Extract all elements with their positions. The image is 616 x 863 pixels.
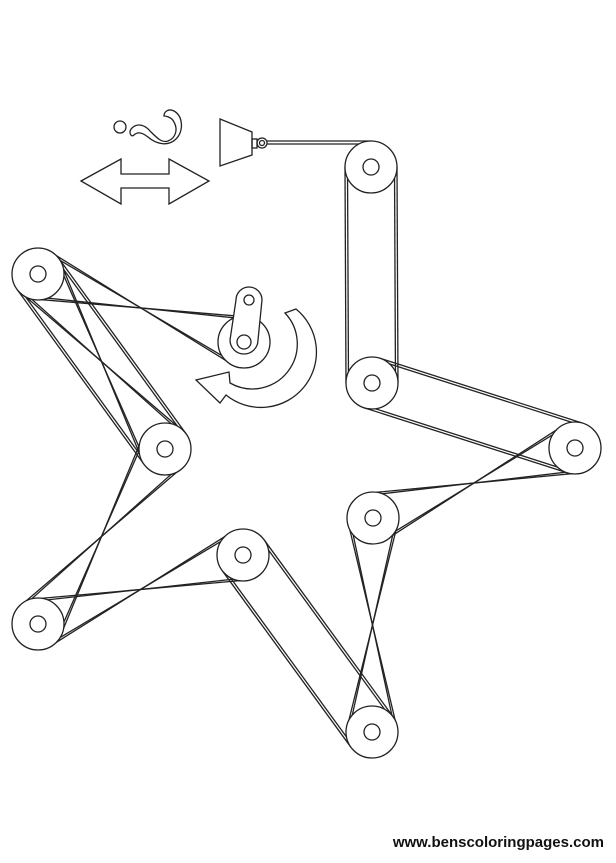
belt-line: [18, 462, 185, 611]
belt-line: [347, 517, 398, 733]
website-footer[interactable]: www.benscoloringpages.com: [392, 834, 604, 851]
weight-icon: [219, 118, 371, 167]
belt-line: [18, 287, 147, 464]
belt-line: [363, 407, 568, 474]
belt-line: [346, 167, 350, 384]
pulley-icon[interactable]: [216, 528, 270, 582]
belts: [16, 166, 584, 748]
pulley-icon[interactable]: [344, 140, 398, 194]
pulley-icon[interactable]: [346, 491, 400, 545]
pulley-icon[interactable]: [345, 356, 399, 410]
pulley-icon[interactable]: [11, 247, 65, 301]
belt-line: [56, 259, 185, 436]
belt-line: [365, 469, 583, 497]
pulley-icon[interactable]: [11, 597, 65, 651]
belt-line: [30, 576, 251, 603]
question-mark-icon: [113, 109, 183, 145]
belt-line: [58, 258, 187, 435]
belt-line: [379, 357, 584, 424]
belt-line: [56, 259, 147, 464]
pulley-icon[interactable]: [548, 421, 602, 475]
belt-line: [45, 251, 237, 365]
belt-line: [263, 539, 394, 718]
belt-line: [221, 569, 352, 748]
pulley-icon[interactable]: [345, 705, 399, 759]
pulley-icon[interactable]: [138, 422, 192, 476]
pulleys[interactable]: [11, 140, 602, 759]
belt-line: [393, 166, 397, 383]
belt-line: [223, 568, 354, 747]
belt-line: [364, 404, 569, 471]
belt-line: [16, 288, 145, 465]
crank-icon[interactable]: [217, 286, 271, 369]
belt-line: [261, 540, 392, 719]
belt-line: [378, 360, 583, 427]
belt-line: [396, 166, 399, 383]
double-arrow-icon: [79, 157, 211, 206]
belt-line: [344, 167, 347, 384]
rotate-arrow-icon: [194, 308, 318, 409]
